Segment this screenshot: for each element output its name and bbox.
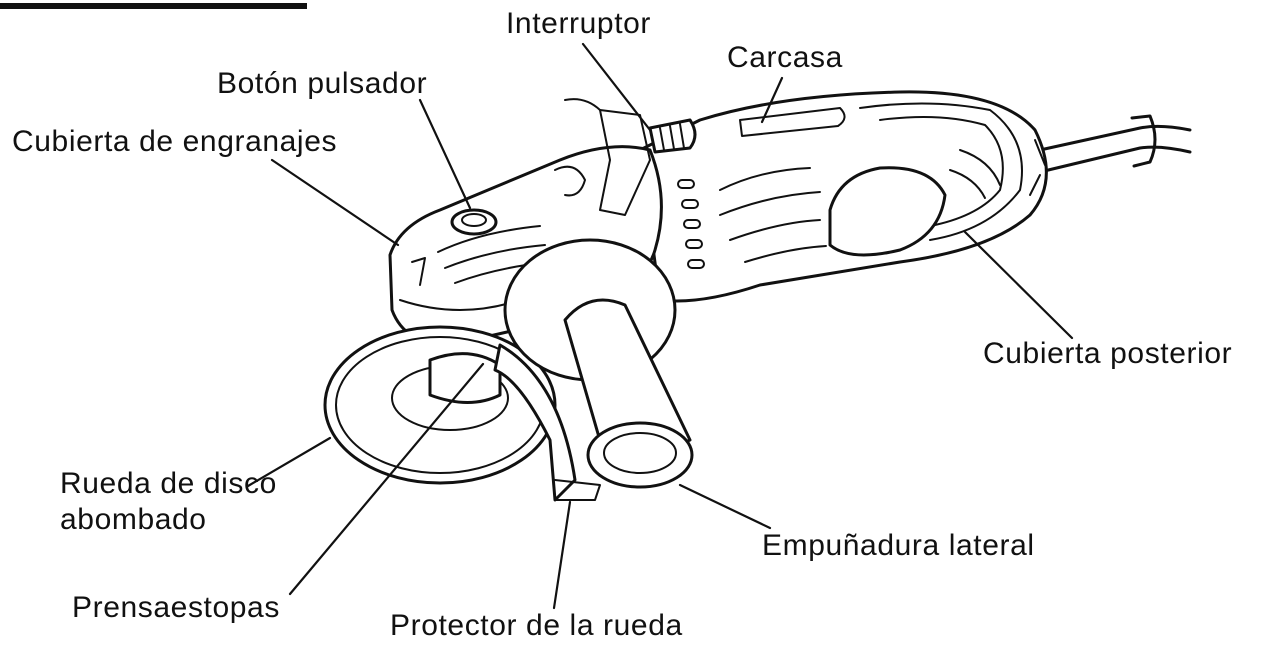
leader-interruptor — [583, 44, 650, 130]
power-cord — [1040, 116, 1190, 172]
label-cubierta-posterior: Cubierta posterior — [983, 338, 1232, 370]
label-empunadura-lateral: Empuñadura lateral — [762, 530, 1035, 562]
leader-protector — [554, 502, 570, 608]
leader-cubierta-engranajes — [272, 160, 398, 245]
label-prensaestopas: Prensaestopas — [72, 592, 280, 624]
label-carcasa: Carcasa — [727, 42, 843, 74]
leader-boton — [420, 100, 470, 208]
leader-empunadura — [680, 485, 770, 528]
label-boton-pulsador: Botón pulsador — [217, 68, 427, 100]
switch — [650, 120, 695, 152]
label-interruptor: Interruptor — [506, 8, 651, 40]
label-rueda-disco-abombado: Rueda de disco abombado — [60, 466, 360, 538]
label-cubierta-engranajes: Cubierta de engranajes — [12, 126, 337, 158]
label-protector-rueda: Protector de la rueda — [390, 610, 683, 642]
motor-housing — [640, 92, 1046, 301]
leader-cubierta-posterior — [965, 232, 1072, 338]
